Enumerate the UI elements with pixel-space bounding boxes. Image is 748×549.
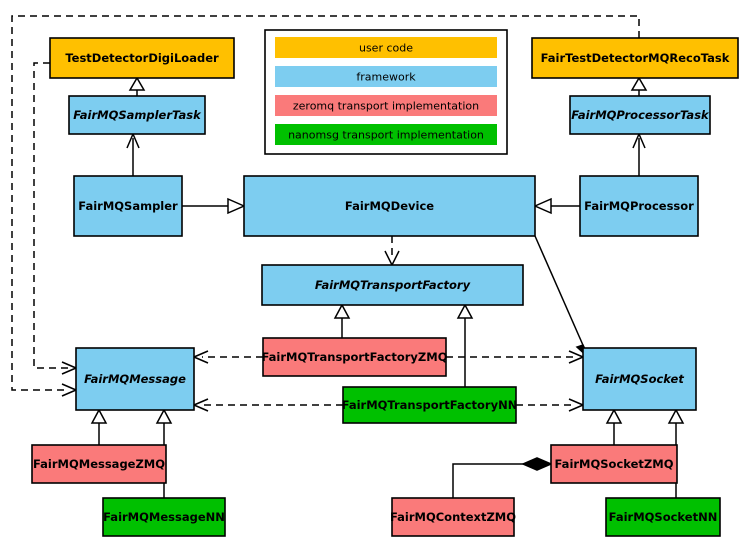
class-name-label: FairMQTransportFactoryZMQ [261, 350, 447, 364]
class-node-FairMQMessageNN[interactable]: FairMQMessageNN [102, 497, 226, 537]
class-box [569, 95, 711, 135]
class-name-label: FairMQContextZMQ [390, 510, 516, 524]
class-name-label: FairMQSocketNN [609, 510, 718, 524]
class-node-FairMQTransportFactoryNN[interactable]: FairMQTransportFactoryNN [342, 386, 518, 424]
edge-messagezmq-message [90, 408, 108, 445]
class-box [579, 175, 699, 237]
legend-swatch-3 [275, 124, 497, 145]
class-box [261, 264, 524, 306]
class-node-FairMQSampler[interactable]: FairMQSampler [73, 175, 183, 237]
edge-digiloader-to-message [33, 62, 77, 375]
class-name-label: FairMQDevice [345, 199, 434, 213]
class-node-FairMQDevice[interactable]: FairMQDevice [243, 175, 536, 237]
class-box [342, 386, 517, 424]
class-box [550, 444, 678, 484]
edge-tfzmq-socket [446, 350, 584, 364]
edge-tfnn-message [193, 398, 343, 412]
edge-sampler-device [182, 197, 246, 215]
edge-processortask-recotask [630, 76, 648, 96]
class-box [582, 347, 697, 411]
class-box [49, 37, 235, 79]
class-node-FairMQSocketZMQ[interactable]: FairMQSocketZMQ [550, 444, 678, 484]
class-name-label: FairMQProcessorTask [571, 108, 710, 122]
class-name-label: FairMQSampler [78, 199, 178, 213]
class-box [75, 347, 195, 411]
class-name-label: FairMQMessage [84, 372, 186, 386]
edge-sampler-samplertask [126, 133, 140, 176]
class-node-FairMQTransportFactoryZMQ[interactable]: FairMQTransportFactoryZMQ [261, 337, 448, 377]
class-node-FairMQSocket[interactable]: FairMQSocket [582, 347, 697, 411]
edge-tfzmq-message [193, 350, 263, 364]
class-node-FairMQContextZMQ[interactable]: FairMQContextZMQ [390, 497, 516, 537]
class-name-label: FairMQProcessor [584, 199, 694, 213]
legend-label-0: user code [359, 42, 413, 55]
class-node-FairMQProcessorTask[interactable]: FairMQProcessorTask [569, 95, 711, 135]
class-node-FairMQProcessor[interactable]: FairMQProcessor [579, 175, 699, 237]
nodes-layer: TestDetectorDigiLoader FairTestDetectorMQ… [31, 37, 739, 537]
legend-swatch-2 [275, 95, 497, 116]
legend: user code framework zeromq transport imp… [264, 29, 508, 155]
class-name-label: FairMQTransportFactory [315, 278, 471, 292]
class-node-FairMQSocketNN[interactable]: FairMQSocketNN [605, 497, 721, 537]
edge-socketzmq-contextzmq [452, 457, 553, 498]
edge-device-socket [534, 235, 590, 359]
class-name-label: TestDetectorDigiLoader [65, 51, 219, 65]
edge-device-transportfactory [384, 236, 400, 266]
class-name-label: FairMQSocketZMQ [555, 457, 674, 471]
class-name-label: FairTestDetectorMQRecoTask [541, 51, 730, 65]
class-box [68, 95, 206, 135]
class-box [31, 444, 167, 484]
class-box [262, 337, 447, 377]
class-node-FairMQTransportFactory[interactable]: FairMQTransportFactory [261, 264, 524, 306]
edge-processor-device [533, 197, 580, 215]
edge-samplertask-digiloader [128, 76, 146, 96]
legend-swatch-1 [275, 66, 497, 87]
class-name-label: FairMQSocket [595, 372, 684, 386]
class-node-FairMQMessage[interactable]: FairMQMessage [75, 347, 195, 411]
class-box [605, 497, 721, 537]
edge-tfnn-transportfactory [456, 303, 474, 387]
edge-tfzmq-transportfactory [333, 303, 351, 338]
class-name-label: FairMQMessageNN [103, 510, 225, 524]
legend-label-1: framework [356, 71, 416, 84]
class-name-label: FairMQSamplerTask [73, 108, 202, 122]
edge-socketzmq-socket [605, 408, 623, 445]
class-node-FairTestDetectorMQRecoTask[interactable]: FairTestDetectorMQRecoTask [531, 37, 739, 79]
class-box [391, 497, 515, 537]
class-node-FairMQMessageZMQ[interactable]: FairMQMessageZMQ [31, 444, 167, 484]
class-box [531, 37, 739, 79]
edge-recotask-to-message [11, 15, 640, 397]
legend-label-2: zeromq transport implementation [293, 100, 479, 113]
class-node-FairMQSamplerTask[interactable]: FairMQSamplerTask [68, 95, 206, 135]
legend-label-3: nanomsg transport implementation [288, 129, 484, 142]
edge-tfnn-socket [516, 398, 584, 412]
class-box [243, 175, 536, 237]
class-box [73, 175, 183, 237]
edge-processor-processortask [632, 133, 646, 176]
class-box [102, 497, 226, 537]
class-name-label: FairMQTransportFactoryNN [342, 398, 518, 412]
legend-swatch-0 [275, 37, 497, 58]
class-name-label: FairMQMessageZMQ [33, 457, 165, 471]
class-node-TestDetectorDigiLoader[interactable]: TestDetectorDigiLoader [49, 37, 235, 79]
